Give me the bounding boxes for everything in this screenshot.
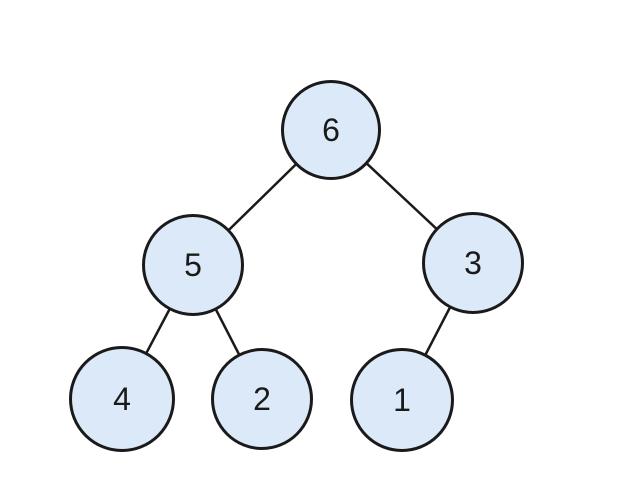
- tree-node-6: 6: [281, 80, 381, 180]
- tree-node-5: 5: [142, 214, 244, 316]
- tree-node-1: 1: [350, 348, 454, 452]
- tree-node-3: 3: [422, 212, 524, 314]
- tree-node-label: 2: [253, 380, 271, 417]
- tree-node-2: 2: [211, 348, 313, 450]
- tree-node-label: 1: [393, 381, 411, 418]
- tree-node-4: 4: [69, 346, 175, 452]
- tree-node-label: 5: [184, 246, 202, 283]
- tree-node-label: 6: [322, 111, 340, 148]
- tree-node-label: 3: [464, 244, 482, 281]
- tree-node-label: 4: [113, 380, 131, 417]
